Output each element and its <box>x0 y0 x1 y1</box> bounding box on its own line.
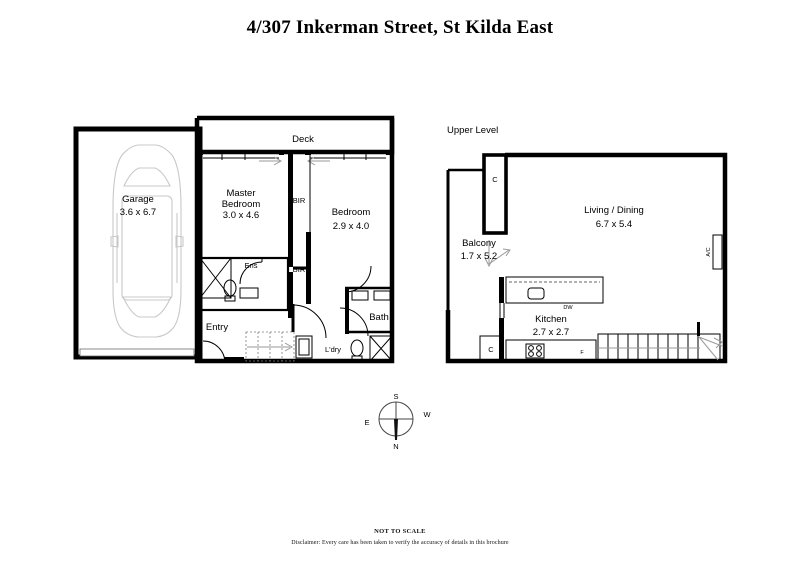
cupboard-balcony-label: C <box>492 175 498 184</box>
laundry-area <box>291 304 313 359</box>
scale-note: NOT TO SCALE <box>374 528 426 535</box>
upper-level-label: Upper Level <box>447 125 498 136</box>
cupboard-kitchen-label: C <box>488 345 494 354</box>
compass-label-left: E <box>364 418 369 427</box>
entry-door <box>197 340 244 364</box>
page-title: 4/307 Inkerman Street, St Kilda East <box>246 17 554 38</box>
deck-label: Deck <box>292 134 314 145</box>
kitchen-bench-lower <box>505 339 597 362</box>
living-dining-label: Living / Dining <box>584 205 644 216</box>
kitchen-bench-upper <box>505 276 604 304</box>
sliding-door-bedroom <box>305 151 392 166</box>
master-bedroom-dimensions: 3.0 x 4.6 <box>223 210 259 221</box>
master-bedroom-label-1: Master <box>226 188 255 199</box>
upper-level-plan: Upper Level C Balcony <box>445 125 728 364</box>
garage-label: Garage <box>122 194 154 205</box>
bir-label-lower: BIR <box>293 265 306 274</box>
cupboard-balcony <box>482 153 511 268</box>
air-conditioner-unit <box>712 234 723 270</box>
ensuite-label: Ens <box>245 261 258 270</box>
balcony-label: Balcony <box>462 238 496 249</box>
entry-label: Entry <box>206 322 228 333</box>
living-dining-dimensions: 6.7 x 5.4 <box>596 219 632 230</box>
lower-dwelling-walls <box>194 118 395 364</box>
disclaimer-text: Disclaimer: Every care has been taken to… <box>291 540 509 546</box>
cupboard-kitchen <box>479 335 503 363</box>
bath-area <box>345 286 393 362</box>
compass-rose: S W N E <box>364 392 431 451</box>
master-bedroom-label-2: Bedroom <box>222 199 261 210</box>
balcony-dimensions: 1.7 x 5.2 <box>461 251 497 262</box>
compass-label-bottom: N <box>393 442 398 451</box>
fridge-label: F <box>580 350 584 356</box>
dishwasher-label: DW <box>563 305 573 311</box>
lower-level-plan: Deck <box>73 115 395 364</box>
garage-dimensions: 3.6 x 6.7 <box>120 207 156 218</box>
car-outline-icon <box>110 144 184 338</box>
staircase-upper <box>597 322 723 362</box>
bir-label-upper: BIR <box>293 196 306 205</box>
staircase-lower <box>245 331 295 362</box>
hall-door-swings <box>292 265 372 339</box>
kitchen-dimensions: 2.7 x 2.7 <box>533 327 569 338</box>
upper-level-walls <box>445 152 728 364</box>
compass-label-top: S <box>393 392 398 401</box>
laundry-label: L'dry <box>325 345 341 354</box>
compass-label-right: W <box>423 410 431 419</box>
sliding-door-master <box>197 151 284 166</box>
air-conditioner-label: A/C <box>706 247 712 256</box>
bedroom-dimensions: 2.9 x 4.0 <box>333 221 369 232</box>
bedroom-label: Bedroom <box>332 207 371 218</box>
bath-label: Bath <box>369 312 389 323</box>
ensuite-area <box>198 256 290 312</box>
kitchen-label: Kitchen <box>535 314 567 325</box>
bir-partitions <box>288 152 311 318</box>
garage-walls <box>73 126 203 360</box>
